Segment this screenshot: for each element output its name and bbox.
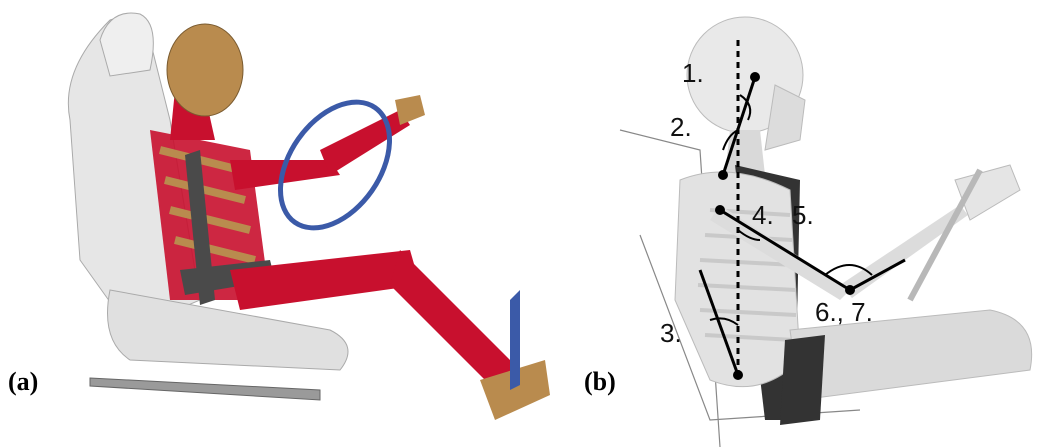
annotation-5: 5. bbox=[792, 200, 814, 231]
panel-b-label: (b) bbox=[584, 367, 616, 397]
annotation-4: 4. bbox=[752, 200, 774, 231]
head-point bbox=[750, 72, 760, 82]
shin-muscles bbox=[390, 250, 520, 395]
panel-a-muscle-model-figure: (a) bbox=[0, 0, 560, 447]
pelvis-point bbox=[733, 370, 743, 380]
hand bbox=[395, 95, 425, 125]
shoulder-point bbox=[715, 205, 725, 215]
muscle-model-illustration bbox=[0, 0, 560, 447]
seat-cushion bbox=[108, 290, 349, 370]
lap-belt bbox=[780, 335, 825, 425]
annotation-6-7: 6., 7. bbox=[815, 297, 873, 328]
ribcage bbox=[675, 172, 800, 387]
seat-rail bbox=[90, 378, 320, 400]
forearm bbox=[320, 110, 410, 175]
panel-b-skeleton-figure: 1. 2. 3. 4. 5. 6., 7. (b) bbox=[560, 0, 1056, 447]
head bbox=[167, 24, 243, 116]
annotation-3: 3. bbox=[660, 318, 682, 349]
pedal bbox=[510, 290, 520, 390]
elbow-point bbox=[845, 285, 855, 295]
annotation-2: 2. bbox=[670, 112, 692, 143]
panel-a-label: (a) bbox=[8, 367, 38, 397]
neck-point bbox=[718, 170, 728, 180]
annotation-1: 1. bbox=[682, 58, 704, 89]
